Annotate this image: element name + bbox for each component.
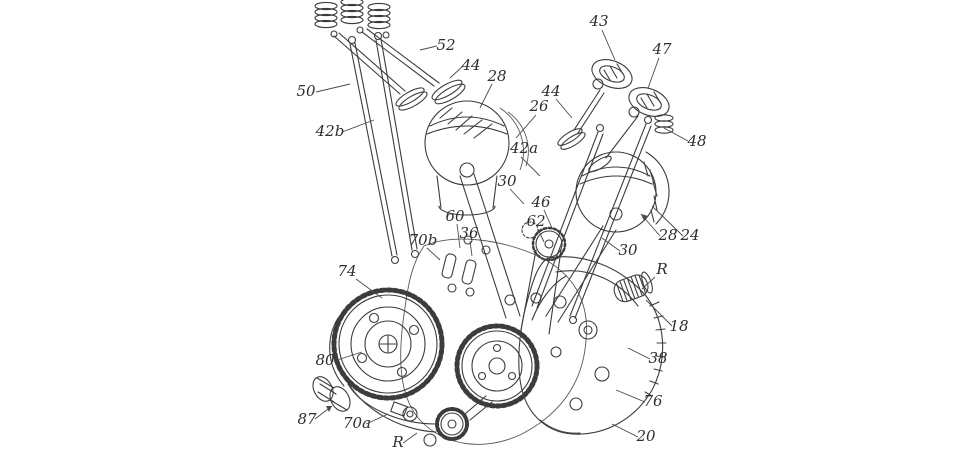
ref-label-30-right: 30 [618,241,638,259]
ref-label-r-bottom: R [391,433,403,450]
arrowhead-28 [641,214,648,221]
ref-label-42b: 42b [315,122,345,140]
ref-label-62: 62 [526,212,545,230]
ref-label-80: 80 [315,351,335,369]
ref-label-52: 52 [436,36,455,54]
pushrods-right [531,115,653,325]
ref-label-30-mid: 30 [497,172,517,190]
chain-and-lower-sprocket [339,365,493,447]
piston-right [545,151,670,323]
reference-labels: 43 47 52 44 28 26 44 50 42b 48 42a 30 46… [296,12,706,450]
valves-left [333,28,466,111]
ref-label-44-left: 44 [460,56,480,74]
spline-shaft [613,271,653,303]
cam-gear [329,287,445,401]
ref-label-28-top: 28 [486,67,506,85]
ref-label-36: 36 [459,224,479,242]
leader-lines [314,29,689,444]
ref-label-50: 50 [296,82,316,100]
crank-gear [454,323,540,409]
ref-label-42a: 42a [509,139,538,157]
ref-label-44-right: 44 [540,82,560,100]
ref-label-24: 24 [679,226,699,244]
ref-label-87: 87 [297,410,317,428]
ref-label-28-right: 28 [657,226,677,244]
arrowhead-87 [326,406,332,412]
ref-label-60: 60 [445,207,465,225]
rocker-assembly-right [557,59,674,173]
ref-label-70b: 70b [409,231,438,249]
ref-label-43: 43 [588,12,608,30]
pushrods-left [347,31,420,265]
ref-label-48: 48 [686,132,706,150]
ref-label-r-right: R [655,260,667,278]
ref-label-18: 18 [669,317,688,335]
ref-label-46: 46 [530,193,551,211]
accessory-cylinder [312,376,351,412]
valve-springs-left [314,0,391,39]
ref-label-38: 38 [648,349,667,367]
ref-label-70a: 70a [343,414,371,432]
cylinder-left [499,107,529,171]
crankcase-outline [400,238,587,445]
ref-label-76: 76 [643,392,663,410]
ref-label-47: 47 [651,40,672,58]
ref-label-26: 26 [528,97,549,115]
valve-lifters [441,245,491,297]
misc-bolts [463,235,542,306]
ref-label-74: 74 [337,262,356,280]
ref-label-20: 20 [635,427,656,445]
